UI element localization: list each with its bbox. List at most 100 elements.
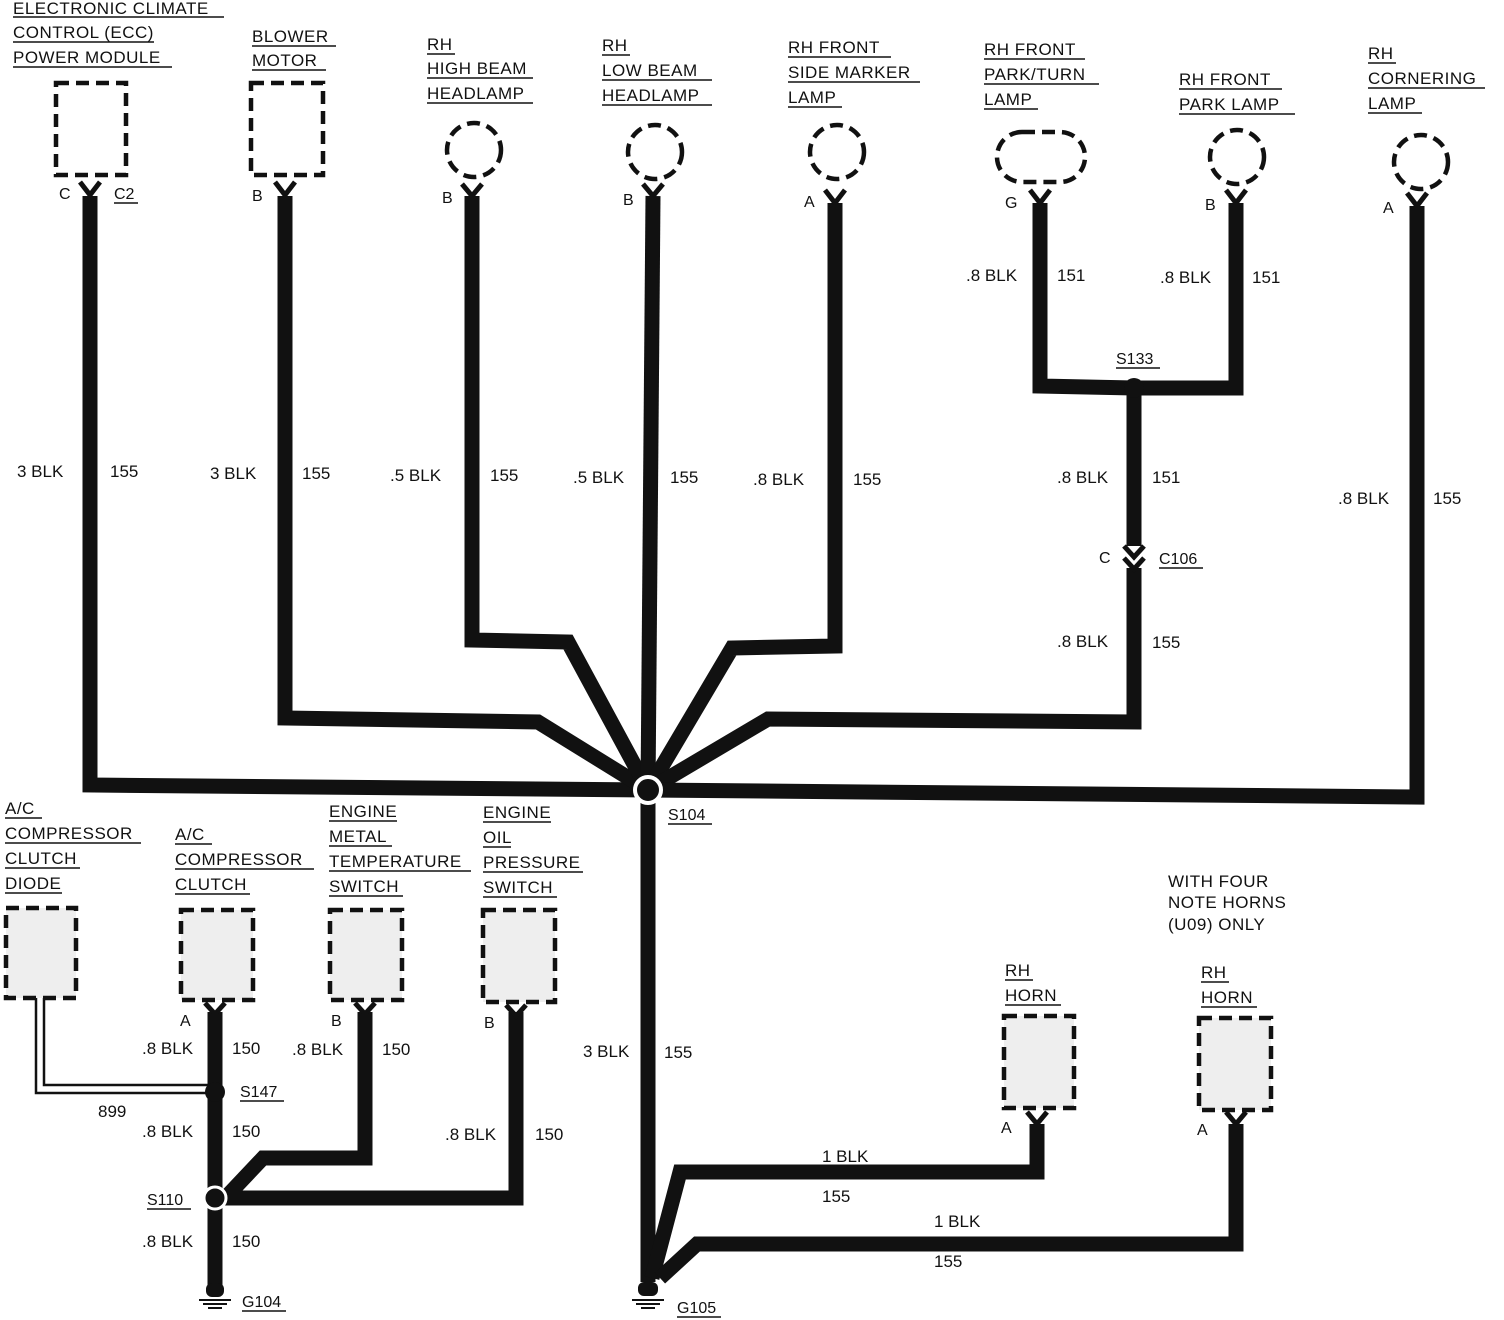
wire-engine-temp xyxy=(222,1012,373,1201)
engine-temp-label-2: METAL xyxy=(329,827,387,846)
horn1-label-1: RH xyxy=(1005,961,1031,980)
gauge-s133-c106: .8 BLK xyxy=(1057,468,1109,487)
label-ac-diode: A/C COMPRESSOR CLUTCH DIODE xyxy=(5,799,141,894)
cornering-label-1: RH xyxy=(1368,44,1394,63)
label-oil-pressure: ENGINE OIL PRESSURE SWITCH xyxy=(483,803,583,898)
gauge-horn1: 1 BLK xyxy=(822,1147,869,1166)
oil-pressure-label-2: OIL xyxy=(483,828,512,847)
gauge-engine-temp: .8 BLK xyxy=(292,1040,344,1059)
park-turn-lamp xyxy=(994,129,1088,185)
wire-horn2 xyxy=(654,1124,1244,1284)
label-low-beam: RH LOW BEAM HEADLAMP xyxy=(602,36,712,106)
component-oil-pressure xyxy=(480,907,558,1020)
pin-low-beam: B xyxy=(623,192,634,209)
circuit-horn2: 155 xyxy=(934,1252,962,1271)
id-labels: S104 S133 C106 S147 S110 G104 G105 xyxy=(147,351,1203,1318)
circuit-s110-g104: 150 xyxy=(232,1232,260,1251)
wire-oil-pressure xyxy=(215,1012,524,1206)
horn1-box xyxy=(1001,1013,1077,1111)
circuit-ecc: 155 xyxy=(110,462,138,481)
gauge-s104-g105: 3 BLK xyxy=(583,1042,630,1061)
label-cornering: RH CORNERING LAMP xyxy=(1368,44,1485,114)
side-marker-label-2: SIDE MARKER xyxy=(788,63,911,82)
blower-label-1: BLOWER xyxy=(252,27,329,46)
pin-c106: C xyxy=(1099,550,1111,567)
label-s110: S110 xyxy=(147,1192,183,1209)
wire-cornering xyxy=(647,206,1425,805)
four-note-label-3: (U09) ONLY xyxy=(1168,915,1265,934)
blower-label-2: MOTOR xyxy=(252,51,317,70)
connector-horn2 xyxy=(1224,1110,1248,1128)
circuit-high-beam: 155 xyxy=(490,466,518,485)
high-beam-label-3: HEADLAMP xyxy=(427,84,525,103)
horn2-label-2: HORN xyxy=(1201,988,1253,1007)
connector-horn1 xyxy=(1025,1110,1049,1128)
wire-park-lamp xyxy=(1134,203,1244,396)
circuit-oil-pressure: 150 xyxy=(535,1125,563,1144)
circuit-s133-c106: 151 xyxy=(1152,468,1180,487)
gauge-cornering: .8 BLK xyxy=(1338,489,1390,508)
label-s104: S104 xyxy=(668,807,705,824)
circuit-side-marker: 155 xyxy=(853,470,881,489)
component-park-turn xyxy=(994,129,1088,208)
oil-pressure-label-1: ENGINE xyxy=(483,803,551,822)
ac-clutch-label-2: COMPRESSOR xyxy=(175,850,303,869)
component-high-beam xyxy=(444,120,504,200)
pin-ac-clutch: A xyxy=(180,1013,191,1030)
cornering-lamp xyxy=(1391,132,1451,192)
gauge-side-marker: .8 BLK xyxy=(753,470,805,489)
splice-s133 xyxy=(1124,378,1144,398)
park-lamp-label-1: RH FRONT xyxy=(1179,70,1271,89)
gauge-blower: 3 BLK xyxy=(210,464,257,483)
horn2-label-1: RH xyxy=(1201,963,1227,982)
splice-s104 xyxy=(633,775,663,805)
component-low-beam xyxy=(625,122,685,200)
label-blower: BLOWER MOTOR xyxy=(252,27,336,71)
park-lamp xyxy=(1207,127,1267,187)
connector-park-lamp xyxy=(1224,188,1248,208)
pin-park-lamp: B xyxy=(1205,197,1216,214)
circuit-engine-temp: 150 xyxy=(382,1040,410,1059)
circuit-diode: 899 xyxy=(98,1102,126,1121)
gauge-low-beam: .5 BLK xyxy=(573,468,625,487)
blower-box xyxy=(248,80,326,178)
side-marker-label-3: LAMP xyxy=(788,88,836,107)
label-horn2: RH HORN xyxy=(1201,963,1257,1008)
label-four-note: WITH FOUR NOTE HORNS (U09) ONLY xyxy=(1168,872,1286,934)
component-cornering xyxy=(1391,132,1451,211)
ac-diode-label-4: DIODE xyxy=(5,874,61,893)
gauge-s110-g104: .8 BLK xyxy=(142,1232,194,1251)
high-beam-lamp xyxy=(444,120,504,180)
component-ac-diode xyxy=(3,905,79,1001)
label-horn1: RH HORN xyxy=(1005,961,1061,1006)
ecc-label-3: POWER MODULE xyxy=(13,48,161,67)
connector-side-marker xyxy=(823,188,847,208)
label-s147: S147 xyxy=(240,1084,277,1101)
component-park-lamp xyxy=(1207,127,1267,208)
low-beam-label-3: HEADLAMP xyxy=(602,86,700,105)
splice-s147 xyxy=(205,1082,225,1102)
gauge-oil-pressure: .8 BLK xyxy=(445,1125,497,1144)
circuit-ac-clutch: 150 xyxy=(232,1039,260,1058)
oil-pressure-label-3: PRESSURE xyxy=(483,853,581,872)
wire-ecc xyxy=(82,196,649,798)
connector-oil-pressure xyxy=(504,1003,528,1020)
engine-temp-label-3: TEMPERATURE xyxy=(329,852,462,871)
c106-lower xyxy=(1122,556,1146,573)
pin-engine-temp: B xyxy=(331,1013,342,1030)
pin-park-turn: G xyxy=(1005,195,1017,212)
label-g104: G104 xyxy=(242,1294,281,1311)
circuit-park-lamp: 151 xyxy=(1252,268,1280,287)
gauge-c106-s104: .8 BLK xyxy=(1057,632,1109,651)
four-note-label-1: WITH FOUR xyxy=(1168,872,1269,891)
circuit-c106-s104: 155 xyxy=(1152,633,1180,652)
pin-ecc: C xyxy=(59,186,71,203)
connector-blower xyxy=(273,180,297,200)
horn1-label-2: HORN xyxy=(1005,986,1057,1005)
ac-diode-label-3: CLUTCH xyxy=(5,849,77,868)
ground-g104 xyxy=(199,1283,231,1309)
wire-horn1 xyxy=(644,1124,1045,1280)
park-turn-label-1: RH FRONT xyxy=(984,40,1076,59)
